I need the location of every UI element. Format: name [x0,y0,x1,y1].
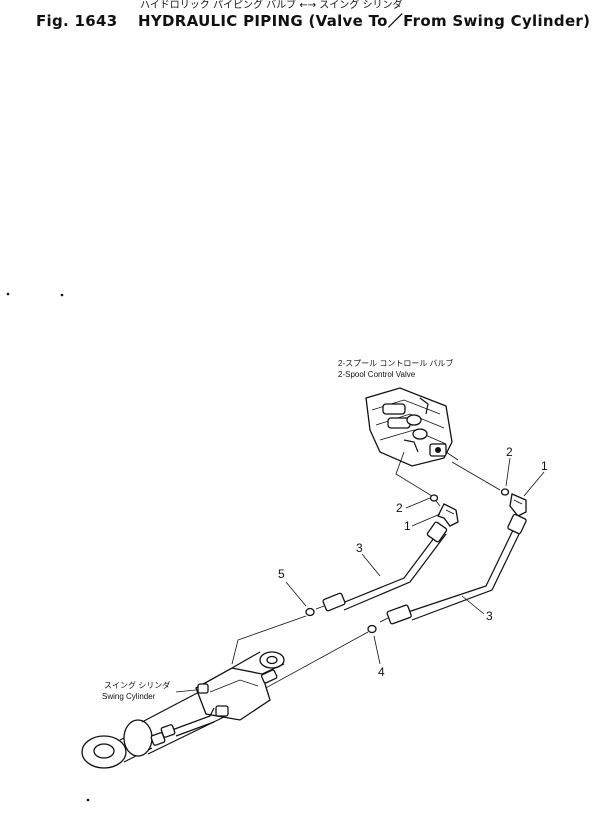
swing-cylinder [81,651,285,769]
hose-3-left [315,521,448,612]
hose-3-right [379,513,527,625]
scan-specks [6,292,90,802]
cylinder-label-leader [175,689,197,693]
callout-5: 5 [278,567,285,581]
o-ring-4 [367,624,377,634]
header: ハイドロリック パイピング バルブ ←→ スイング シリンダ Fig. 1643… [36,0,590,30]
cylinder-label-jp: スイング シリンダ [104,680,170,690]
callout-2-left: 2 [396,501,403,515]
left-fitting-group [429,494,459,527]
figure-title: HYDRAULIC PIPING (Valve To／From Swing Cy… [138,12,590,30]
o-ring-5 [305,607,315,617]
control-valve [365,387,501,491]
elbow-1-left [437,503,459,527]
hose-to-cylinder-leader-upper [231,615,307,665]
callout-4: 4 [378,665,385,679]
elbow-1-right [509,493,527,517]
valve-label-jp: 2-スプール コントロール バルブ [338,358,454,368]
figure-number: Fig. 1643 [36,12,118,30]
callout-1-left: 1 [404,519,411,533]
callout-1-right: 1 [541,459,548,473]
valve-label: 2-スプール コントロール バルブ 2-Spool Control Valve [338,358,454,379]
valve-label-en: 2-Spool Control Valve [338,370,416,379]
cylinder-label: スイング シリンダ Swing Cylinder [102,680,170,701]
callout-3-right: 3 [486,609,493,623]
callout-2-right: 2 [506,445,513,459]
o-ring-2-right [500,488,510,496]
callouts: 2 1 2 1 3 5 3 4 [278,445,548,679]
o-ring-2-left [429,494,439,502]
callout-3-left: 3 [356,541,363,555]
right-fitting-group [500,488,527,517]
cylinder-label-en: Swing Cylinder [102,692,156,701]
japanese-title: ハイドロリック パイピング バルブ ←→ スイング シリンダ [140,0,402,11]
